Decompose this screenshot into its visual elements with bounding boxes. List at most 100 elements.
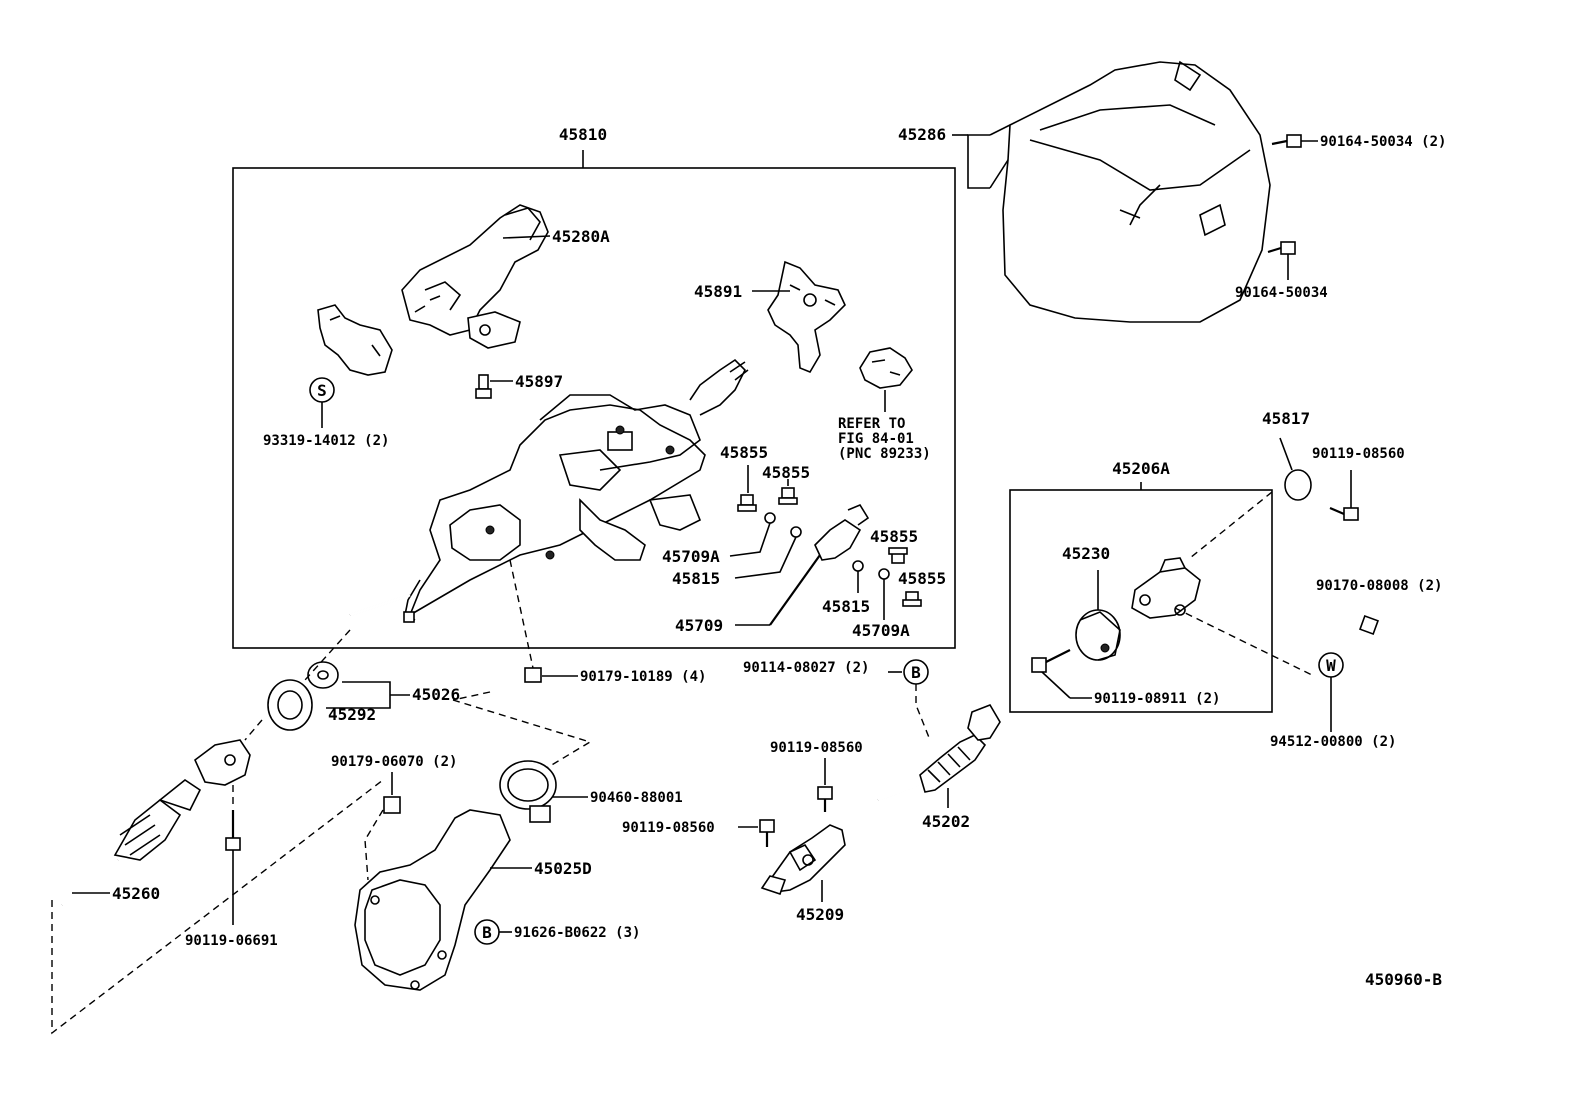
damper-45230[interactable]	[1075, 609, 1121, 661]
dash-90179-10189	[509, 559, 534, 669]
screw-45855-d[interactable]	[902, 591, 922, 607]
shaft-45202[interactable]	[877, 704, 1001, 802]
lock-housing-45280A[interactable]	[401, 204, 549, 349]
dash-outline-top-b	[452, 691, 491, 701]
label-90460[interactable]: 90460-88001	[590, 790, 683, 806]
label-90119-06691[interactable]: 90119-06691	[185, 933, 278, 949]
leader-45817	[1279, 437, 1293, 471]
switch-refer-part[interactable]	[859, 347, 913, 389]
label-45810[interactable]: 45810	[559, 125, 607, 144]
bolt-90119-08560-a[interactable]	[1329, 506, 1359, 521]
label-45855-c[interactable]: 45855	[870, 527, 918, 546]
washer-45026[interactable]	[307, 661, 339, 689]
label-45815-b[interactable]: 45815	[822, 597, 870, 616]
assembly-box-45810	[232, 167, 956, 649]
dash-45817	[1189, 491, 1273, 559]
clip-45815-b[interactable]	[852, 560, 864, 572]
label-45855-b[interactable]: 45855	[762, 463, 810, 482]
label-45206A[interactable]: 45206A	[1112, 459, 1170, 478]
label-45855-a[interactable]: 45855	[720, 443, 768, 462]
screw-45855-c[interactable]	[888, 547, 908, 564]
refer-line-1: REFER TO	[838, 416, 905, 432]
dash-shaft-bearing	[244, 719, 263, 741]
screw-45897[interactable]	[475, 374, 492, 399]
bracket-45891[interactable]	[767, 260, 846, 373]
label-94512[interactable]: 94512-00800 (2)	[1270, 734, 1396, 750]
label-45817[interactable]: 45817	[1262, 409, 1310, 428]
s-mark-letter: S	[317, 381, 327, 400]
assembly-box-45206A-group: 45206A 45230 90119-08911 (2)	[1009, 459, 1273, 713]
bolt-90119-06691[interactable]	[225, 810, 241, 851]
w-mark-letter: W	[1326, 656, 1336, 675]
label-90170[interactable]: 90170-08008 (2)	[1316, 578, 1442, 594]
bolt-90119-08560-c[interactable]	[759, 819, 775, 847]
leader-45709A-a	[729, 522, 771, 557]
tilt-rod-45709[interactable]	[769, 503, 870, 626]
washer-45817[interactable]	[1284, 469, 1312, 501]
label-90119-08560-a[interactable]: 90119-08560	[1312, 446, 1405, 462]
label-45286[interactable]: 45286	[898, 125, 946, 144]
label-45815-a[interactable]: 45815	[672, 569, 720, 588]
nut-90179-10189[interactable]	[524, 667, 542, 683]
label-45709A-b[interactable]: 45709A	[852, 621, 910, 640]
label-93319[interactable]: 93319-14012 (2)	[263, 433, 389, 449]
b-mark-upper-letter: B	[911, 663, 921, 682]
leader-45280A	[502, 235, 551, 239]
label-90164-a[interactable]: 90164-50034 (2)	[1320, 134, 1446, 150]
bolt-90119-08911[interactable]	[1031, 649, 1071, 673]
leader-90119-08911	[1041, 671, 1071, 699]
dash-outline-left	[51, 779, 384, 1035]
intermediate-shaft-45260[interactable]	[60, 739, 251, 907]
label-45709[interactable]: 45709	[675, 616, 723, 635]
screw-90164-a[interactable]	[1271, 134, 1302, 148]
dash-b-upper	[915, 684, 931, 741]
leader-45286-bracket	[967, 134, 990, 189]
leader-45815-a	[734, 536, 797, 579]
lock-bracket-part[interactable]	[317, 304, 393, 376]
label-90164-b[interactable]: 90164-50034	[1235, 285, 1328, 301]
label-45709A-a[interactable]: 45709A	[662, 547, 720, 566]
screw-45855-b[interactable]	[778, 487, 798, 505]
clip-45815-a[interactable]	[790, 526, 802, 538]
label-45209[interactable]: 45209	[796, 905, 844, 924]
refer-line-2: FIG 84-01	[838, 431, 914, 447]
screw-45855-a[interactable]	[737, 494, 757, 512]
label-45025D[interactable]: 45025D	[534, 859, 592, 878]
dash-w	[1174, 607, 1313, 676]
b-mark-lower-letter: B	[482, 923, 492, 942]
label-45202[interactable]: 45202	[922, 812, 970, 831]
label-90119-08560-b[interactable]: 90119-08560	[770, 740, 863, 756]
label-45855-d[interactable]: 45855	[898, 569, 946, 588]
column-cover-45286[interactable]	[1002, 60, 1271, 323]
label-90179-06070[interactable]: 90179-06070 (2)	[331, 754, 457, 770]
label-45280A[interactable]: 45280A	[552, 227, 610, 246]
label-45897[interactable]: 45897	[515, 372, 563, 391]
clip-45709A-a[interactable]	[764, 512, 776, 524]
refer-line-3: (PNC 89233)	[838, 446, 931, 462]
universal-joint-45209[interactable]	[760, 824, 846, 896]
label-45026[interactable]: 45026	[412, 685, 460, 704]
label-45230[interactable]: 45230	[1062, 544, 1110, 563]
steering-column-body[interactable]	[349, 358, 749, 623]
label-45260[interactable]: 45260	[112, 884, 160, 903]
nut-90179-06070[interactable]	[383, 796, 401, 814]
label-90114[interactable]: 90114-08027 (2)	[743, 660, 869, 676]
label-45292[interactable]: 45292	[328, 705, 376, 724]
clamp-90460-88001[interactable]	[499, 760, 557, 823]
label-91626[interactable]: 91626-B0622 (3)	[514, 925, 640, 941]
leader-45286-b	[989, 159, 1009, 189]
label-90119-08560-c[interactable]: 90119-08560	[622, 820, 715, 836]
bracket-part-45206A[interactable]	[1131, 557, 1201, 619]
clip-45709A-b[interactable]	[878, 568, 890, 580]
label-90119-08911[interactable]: 90119-08911 (2)	[1094, 691, 1220, 707]
boot-45025D[interactable]	[354, 809, 511, 991]
label-90179-10189[interactable]: 90179-10189 (4)	[580, 669, 706, 685]
screw-90164-b[interactable]	[1267, 241, 1296, 255]
nut-90170[interactable]	[1359, 615, 1379, 635]
bolt-90119-08560-b[interactable]	[817, 786, 833, 812]
label-45891[interactable]: 45891	[694, 282, 742, 301]
bearing-45292[interactable]	[267, 679, 313, 731]
leader-45286-a	[989, 124, 1011, 136]
